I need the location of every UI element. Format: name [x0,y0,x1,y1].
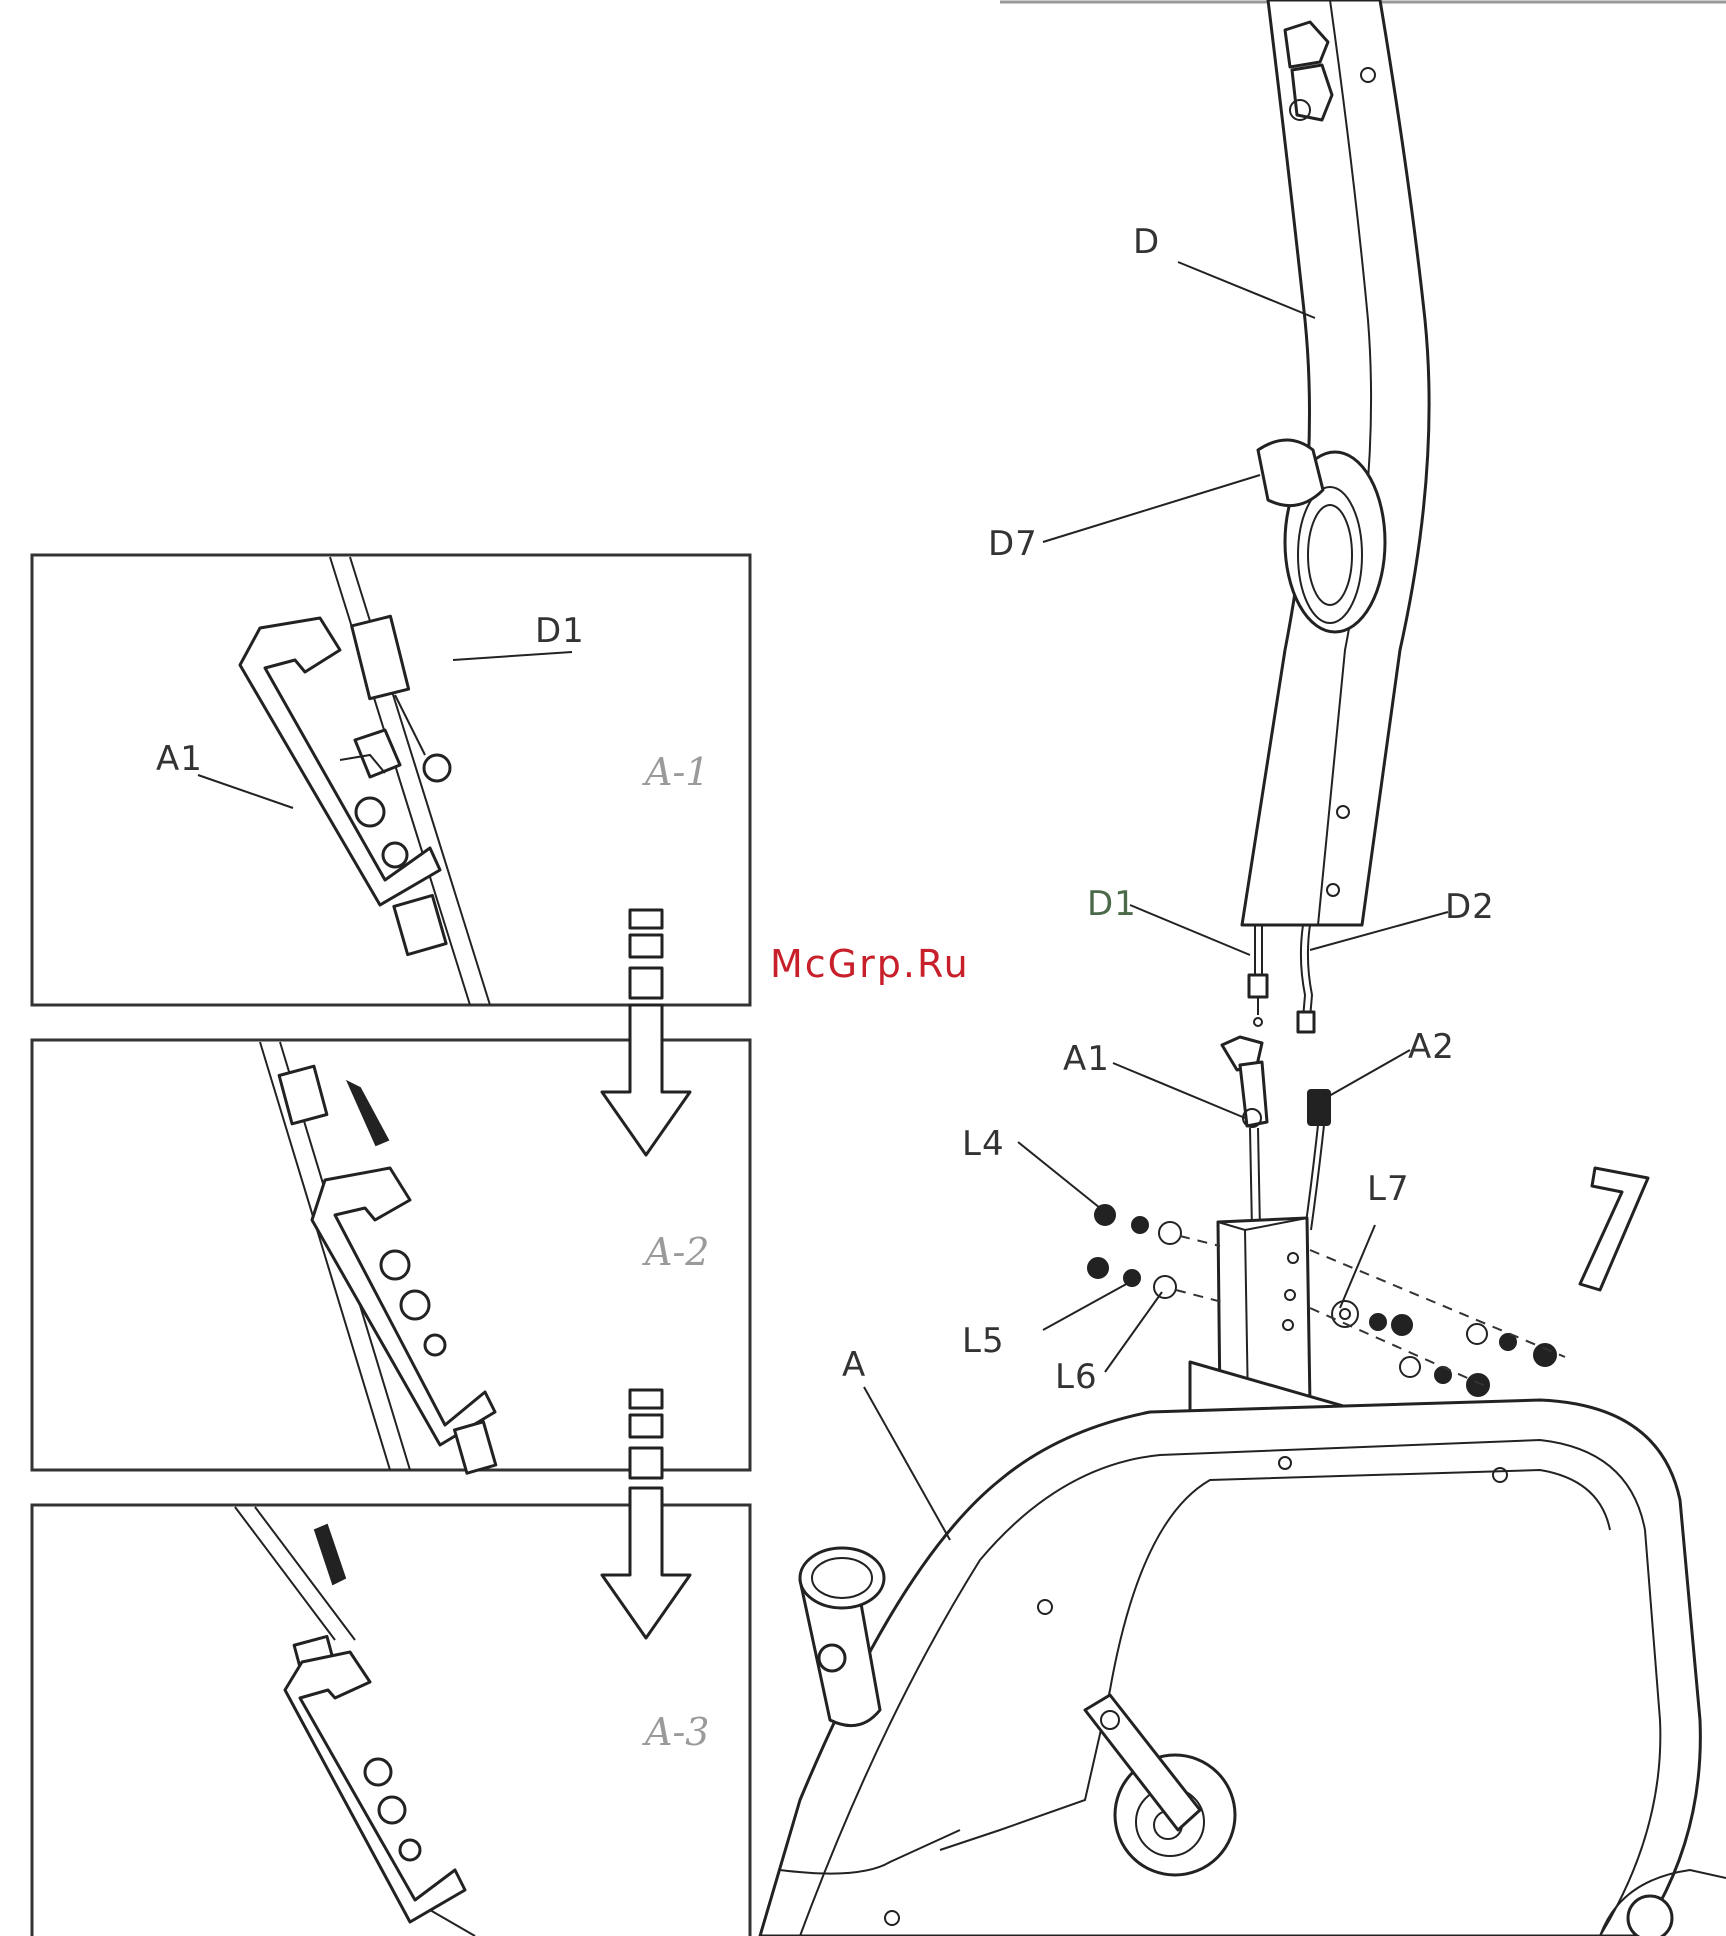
sensor-a2 [1305,1090,1330,1230]
label-l7: L7 [1367,1169,1410,1209]
watermark: McGrp.Ru [770,942,970,986]
label-l4: L4 [962,1124,1005,1164]
label-d1-inset: D1 [535,611,585,651]
fastener-set-right [1310,1250,1565,1396]
direction-arrow-icon [315,1525,345,1584]
down-arrow-icon [602,1390,690,1638]
bracket-a1 [1222,1037,1267,1230]
label-d1-main: D1 [1087,884,1137,924]
label-d2: D2 [1445,887,1495,927]
direction-arrow-icon [348,1082,388,1145]
cables-d1-d2 [1249,925,1314,1032]
label-a1-main: A1 [1063,1039,1110,1079]
fastener-set-left [1088,1205,1222,1302]
label-a1-inset: A1 [156,739,203,779]
tension-knob-d7 [1258,440,1385,632]
step-label-a1: A-1 [642,750,709,794]
label-d: D [1133,222,1160,262]
label-l5: L5 [962,1321,1005,1361]
label-l6: L6 [1055,1357,1098,1397]
label-a: A [842,1345,866,1385]
allen-key-icon [1580,1168,1648,1290]
label-d7: D7 [988,524,1038,564]
main-frame-a [760,1218,1726,1936]
down-arrow-icon [602,910,690,1155]
step-label-a3: A-3 [642,1710,709,1754]
label-a2: A2 [1408,1027,1455,1067]
step-label-a2: A-2 [642,1230,709,1274]
